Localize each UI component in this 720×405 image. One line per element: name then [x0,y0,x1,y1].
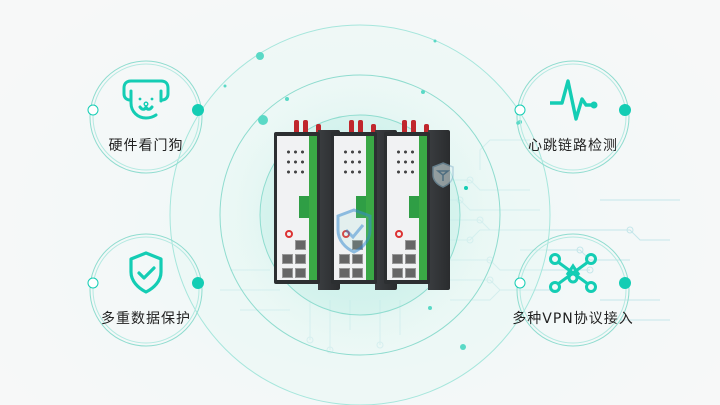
feature-hardware-watchdog: 硬件看门狗 [87,59,204,175]
feature-label: 多重数据保护 [101,311,191,327]
shield-check-icon [129,251,163,294]
antenna [349,120,354,132]
product-image-routers [268,118,458,296]
heartbeat-icon [550,79,598,121]
feature-ring [87,60,204,174]
brand-logo [285,230,293,238]
network-nodes-icon [549,253,597,293]
shield-overlay-icon [336,208,372,254]
antenna [358,120,363,132]
feature-ring [514,60,631,174]
feature-ring [514,233,631,347]
antenna [316,124,321,132]
feature-label: 硬件看门狗 [108,138,184,154]
antenna [303,120,308,132]
feature-ring [87,233,204,347]
antenna [294,120,299,132]
feature-label: 多种VPN协议接入 [512,311,634,327]
feature-vpn-protocols: 多种VPN协议接入 [512,232,633,348]
shield-badge-icon [432,162,454,188]
brand-logo [395,230,403,238]
feature-label: 心跳链路检测 [528,138,618,154]
antenna [424,124,429,132]
antenna [371,124,376,132]
feature-data-protection: 多重数据保护 [87,232,204,348]
antenna [411,120,416,132]
router-unit [384,120,450,290]
feature-heartbeat-detection: 心跳链路检测 [514,59,631,175]
dog-icon [122,79,170,120]
antenna [402,120,407,132]
